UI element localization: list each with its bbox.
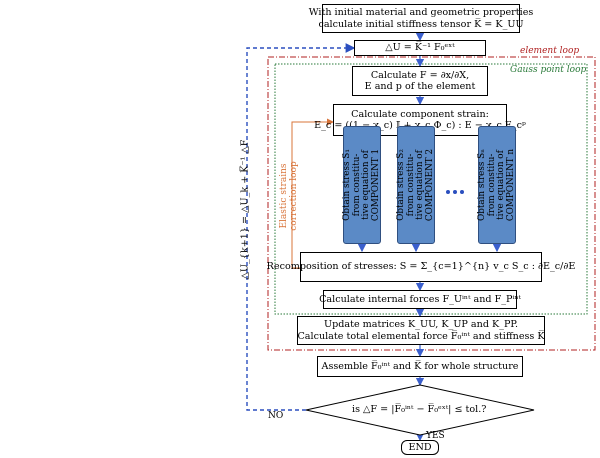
component-1-text: Obtain stress S₁ from constitu- tive equ… xyxy=(341,148,381,222)
elastic-loop-label: Elastic strains correction loop xyxy=(279,161,299,231)
component-2-text: Obtain stress S₂ from constitu- tive equ… xyxy=(395,148,435,222)
displacement-increment-box: △U = K̅⁻¹ F₀ᵉˣᵗ xyxy=(354,40,486,56)
internal-forces-box: Calculate internal forces F_Uⁱⁿᵗ and F_P… xyxy=(319,290,521,309)
yes-label: YES xyxy=(426,431,445,441)
convergence-decision-diamond xyxy=(305,384,535,436)
component-1-stress-box: Obtain stress S₁ from constitu- tive equ… xyxy=(341,126,381,244)
component-n-stress-box: Obtain stress Sₙ from constitu- tive equ… xyxy=(476,126,516,244)
gauss-loop-label: Gauss point loop xyxy=(510,65,587,75)
component-n-text: Obtain stress Sₙ from constitu- tive equ… xyxy=(476,148,516,222)
component-2-stress-box: Obtain stress S₂ from constitu- tive equ… xyxy=(395,126,435,244)
decision-text: is △F = |F̅₀ⁱⁿᵗ − F̅₀ᵉˣᵗ| ≤ tol.? xyxy=(352,404,487,415)
element-loop-label: element loop xyxy=(520,46,580,56)
more-components-dot xyxy=(460,190,464,194)
element-loop-frame xyxy=(267,56,596,351)
more-components-dot xyxy=(446,190,450,194)
end-box: END xyxy=(401,440,439,455)
update-matrices-box: Update matrices K_UU, K_UP and K_PP. Cal… xyxy=(297,316,545,345)
no-feedback-path xyxy=(246,43,356,411)
assemble-box: Assemble F̅₀ⁱⁿᵗ and K̅ for whole structu… xyxy=(317,356,523,377)
initial-stiffness-box: With initial material and geometric prop… xyxy=(309,4,533,33)
displacement-update-equation: △U_{k+1} = △U_k + K̅⁻¹ △F xyxy=(239,139,251,280)
gauss-loop-frame xyxy=(274,63,588,315)
no-label: NO xyxy=(268,411,284,421)
stress-recomposition-box: Recomposition of stresses: S = Σ_{c=1}^{… xyxy=(267,252,575,282)
elastic-correction-path xyxy=(291,118,334,269)
deformation-gradient-box: Calculate F = ∂x/∂X, E and p of the elem… xyxy=(352,66,488,96)
more-components-dot xyxy=(453,190,457,194)
